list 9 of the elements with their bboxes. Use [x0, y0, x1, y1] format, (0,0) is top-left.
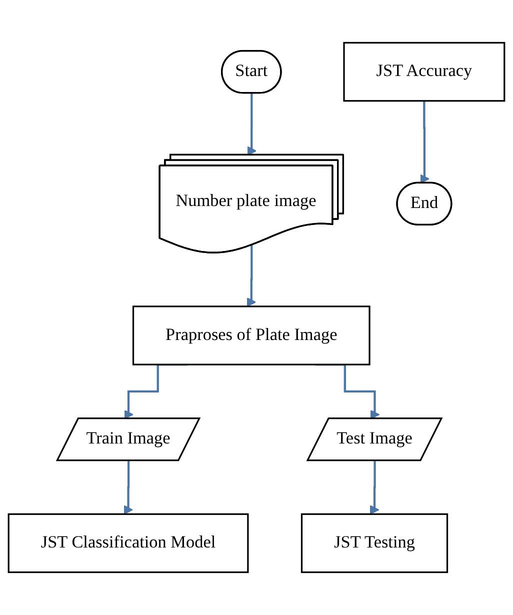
node-box: JST Classification Model: [8, 513, 249, 574]
node-box: JST Accuracy: [343, 42, 506, 102]
arrow: [420, 100, 430, 184]
arrow: [247, 92, 257, 156]
arrow: [370, 460, 380, 515]
node-box: JST Testing: [300, 513, 448, 574]
node-box: Praproses of Plate Image: [132, 306, 370, 366]
arrow: [246, 244, 256, 307]
arrow: [124, 460, 133, 515]
